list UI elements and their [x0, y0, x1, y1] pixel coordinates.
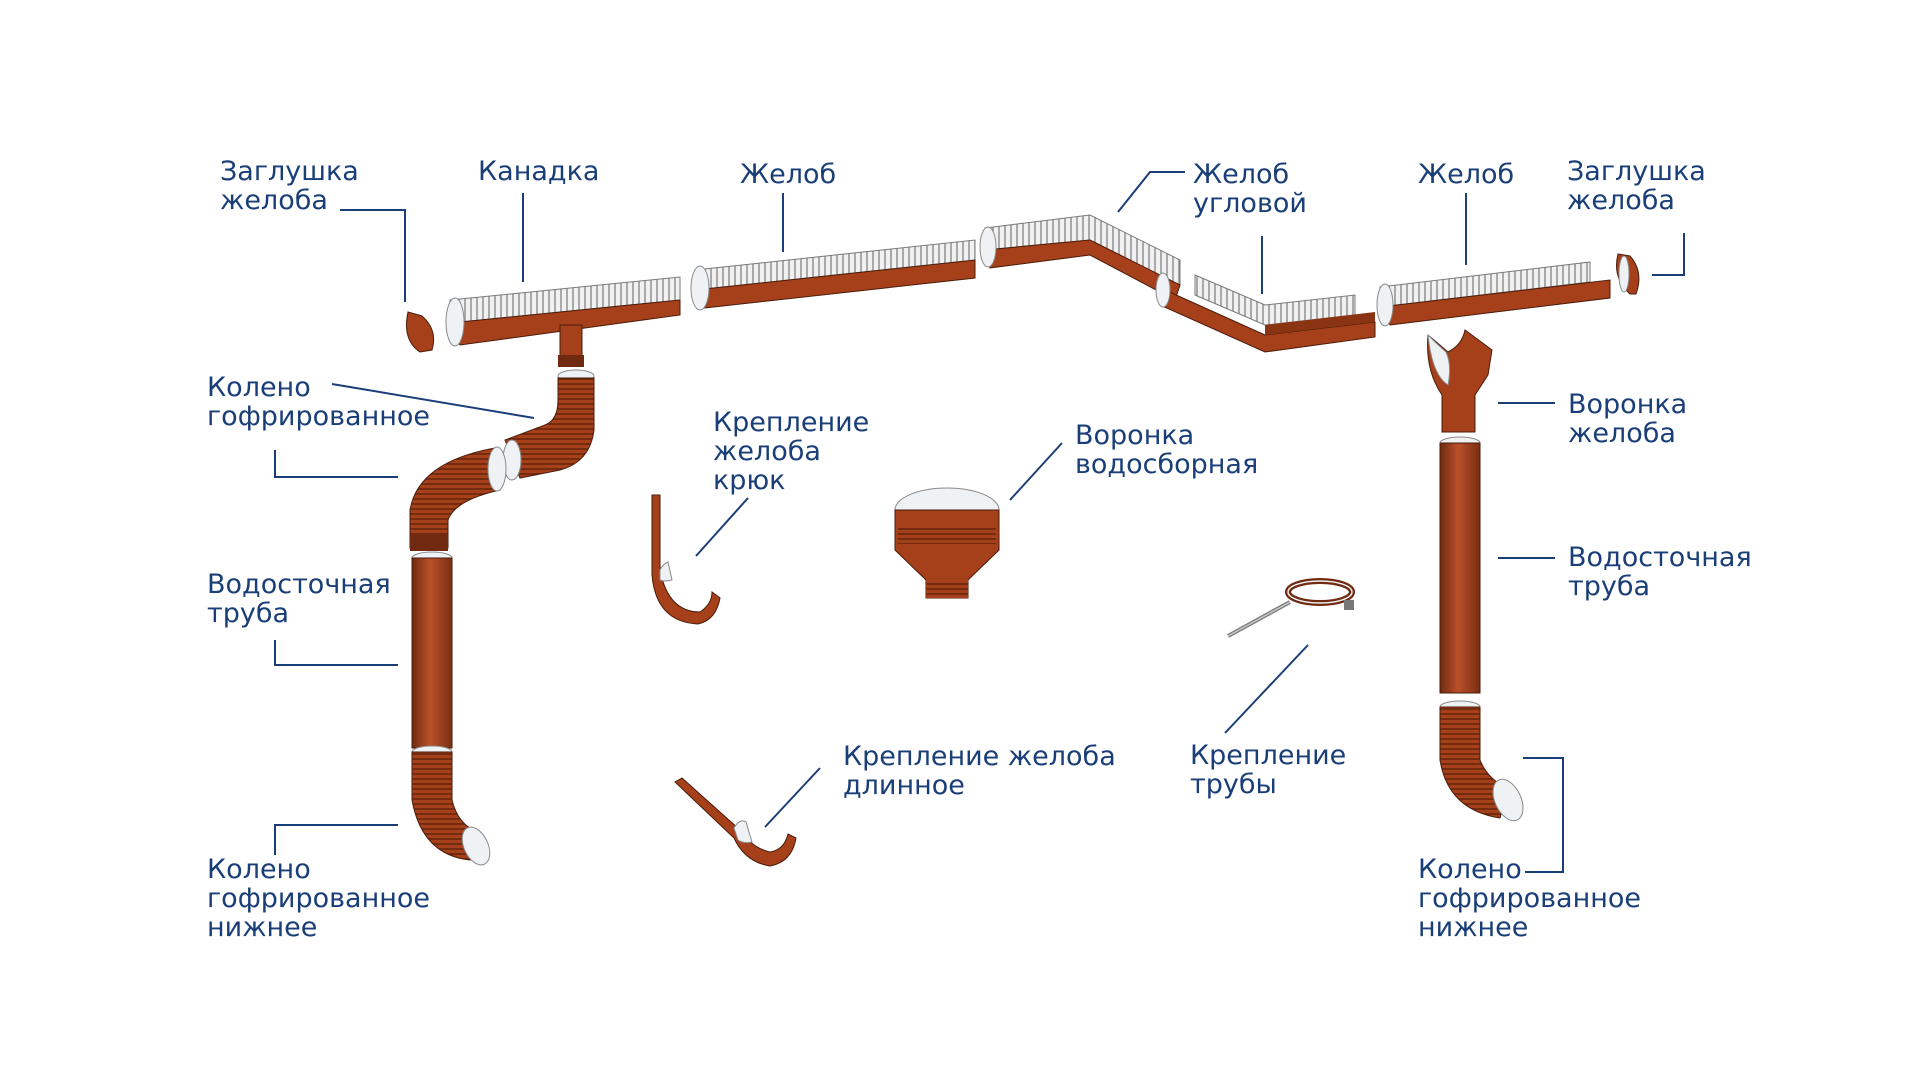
leader-long-bracket — [764, 767, 821, 828]
label-gutter-corner: Желоб угловой — [1193, 159, 1307, 219]
label-lower-elbow-left: Колено гофрированное нижнее — [207, 854, 431, 943]
lower-elbow-right — [1439, 700, 1524, 822]
gutter-cap-left — [406, 311, 435, 353]
gutter-straight-1 — [690, 239, 976, 311]
label-cap-right: Заглушка желоба — [1567, 156, 1706, 216]
leader-elbow-upper — [331, 383, 535, 419]
leader-downpipe-left — [274, 640, 398, 666]
label-pipe-bracket: Крепление трубы — [1190, 740, 1347, 800]
gutter-corner — [979, 214, 1376, 353]
elbow-corrugated-middle — [409, 446, 507, 551]
leader-elbow-middle — [274, 450, 398, 478]
leader-cap-right — [1652, 233, 1685, 276]
long-bracket — [674, 777, 797, 867]
leader-lines — [274, 171, 1685, 873]
kanadka-gutter — [445, 276, 681, 367]
leader-lower-elbow-right — [1523, 757, 1564, 873]
label-hook-bracket: Крепление желоба крюк — [713, 407, 870, 496]
label-cap-left: Заглушка желоба — [220, 156, 359, 216]
label-downpipe-right: Водосточная труба — [1568, 542, 1752, 602]
leader-hook-bracket — [695, 497, 749, 557]
leader-gutter-corner-1 — [1117, 171, 1185, 213]
label-gutter-funnel: Воронка желоба — [1568, 389, 1688, 449]
lower-elbow-left — [411, 745, 491, 866]
leader-lower-elbow-left — [274, 824, 398, 855]
label-downpipe-left: Водосточная труба — [207, 569, 391, 629]
hook-bracket — [651, 494, 721, 625]
label-gutter-1: Желоб — [740, 159, 837, 190]
pipe-bracket — [1227, 578, 1355, 638]
leader-cap-left — [340, 209, 406, 302]
downpipe-right — [1439, 436, 1481, 694]
gutter-straight-2 — [1376, 261, 1611, 327]
downpipe-left — [411, 551, 453, 749]
collector-funnel — [894, 487, 1000, 599]
label-collector-funnel: Воронка водосборная — [1075, 420, 1259, 480]
elbow-corrugated-upper — [502, 369, 595, 481]
label-lower-elbow-right: Колено гофрированное нижнее — [1418, 854, 1642, 943]
gutter-cap-right — [1616, 253, 1640, 295]
leader-pipe-bracket — [1224, 644, 1309, 734]
gutter-funnel — [1427, 329, 1493, 433]
label-kanadka: Канадка — [478, 156, 600, 187]
leader-collector-funnel — [1009, 442, 1063, 501]
label-gutter-2: Желоб — [1418, 159, 1515, 190]
label-elbow-corrugated: Колено гофрированное — [207, 372, 431, 432]
label-long-bracket: Крепление желоба длинное — [843, 741, 1116, 801]
